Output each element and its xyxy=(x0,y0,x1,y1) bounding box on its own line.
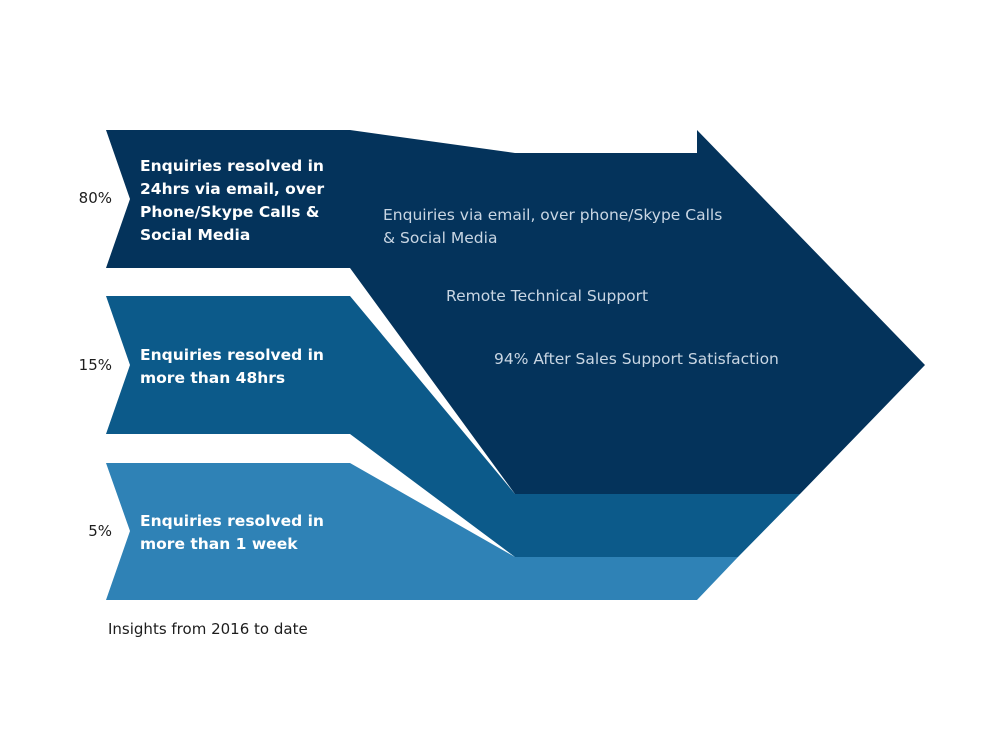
band-bottom-percent: 5% xyxy=(88,522,112,540)
band-top-label: Enquiries resolved in 24hrs via email, o… xyxy=(140,157,325,244)
band-top-percent: 80% xyxy=(78,189,112,207)
band-middle-shape xyxy=(106,296,800,557)
band-middle-label: Enquiries resolved in more than 48hrs xyxy=(140,346,324,387)
band-top-shape xyxy=(106,130,925,494)
band-middle-percent: 15% xyxy=(78,356,112,374)
band-bottom-shape xyxy=(106,463,738,600)
caption: Insights from 2016 to date xyxy=(108,620,308,638)
merged-text-channels: Enquiries via email, over phone/Skype Ca… xyxy=(383,206,723,247)
merged-text-satisfaction: 94% After Sales Support Satisfaction xyxy=(494,350,779,368)
merged-text-remote-support: Remote Technical Support xyxy=(446,287,649,305)
band-bottom-label: Enquiries resolved in more than 1 week xyxy=(140,512,324,553)
